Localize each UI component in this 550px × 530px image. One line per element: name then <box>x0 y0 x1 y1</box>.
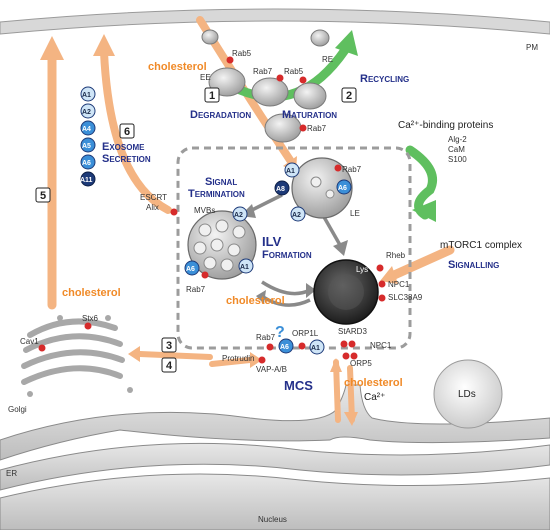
step-6: 6 <box>124 126 130 138</box>
annexin-a1-exo: A1 <box>82 92 91 99</box>
signal-title: Signal <box>205 176 237 188</box>
secretion-title: Secretion <box>102 153 151 165</box>
stard3-label: StARD3 <box>338 327 367 336</box>
step-numbers: 1 2 3 4 5 6 <box>35 87 357 373</box>
lds-label: LDs <box>458 389 476 400</box>
nucleus-label: Nucleus <box>258 515 287 524</box>
rab5-mid-label: Rab5 <box>284 67 304 76</box>
cholesterol-golgi-label: cholesterol <box>62 287 121 299</box>
formation-title: Formation <box>262 249 312 261</box>
lipid-droplet: LDs <box>433 359 503 429</box>
step-4: 4 <box>166 360 173 372</box>
annexin-a6-exo: A6 <box>82 160 91 167</box>
rheb-label: Rheb <box>386 251 406 260</box>
ca-mcs-label: Ca²⁺ <box>364 392 385 403</box>
mvb-annexins: A2 A6 A1 <box>184 206 254 276</box>
annexin-a6-mvb: A6 <box>186 266 195 273</box>
orp1l-label: ORP1L <box>292 329 319 338</box>
s100-label: S100 <box>448 155 467 164</box>
rab5-top-label: Rab5 <box>232 49 252 58</box>
ca-binding-label: Ca²⁺-binding proteins <box>398 120 493 131</box>
annexin-a1-mvb: A1 <box>240 264 249 271</box>
annexin-a11-exo: A11 <box>80 177 93 184</box>
maturation-title: Maturation <box>282 109 337 121</box>
signalling-title: Signalling <box>448 259 499 271</box>
orp5-label: ORP5 <box>350 359 372 368</box>
re-label: RE <box>322 55 333 64</box>
le-annexins: A1 A8 A6 A2 <box>274 162 352 222</box>
ilv-title: ILV <box>262 234 282 249</box>
mcs-proteins: A6 A1 <box>258 338 358 364</box>
le-label: LE <box>350 209 360 218</box>
annexin-a2-mvb: A2 <box>234 212 243 219</box>
annexin-a8-le: A8 <box>276 186 285 193</box>
endolysosome-box <box>176 146 412 350</box>
annexin-a5-exo: A5 <box>82 143 91 150</box>
early-endosomes: Rab5 EE Rab7 Rab5 RE <box>200 29 333 110</box>
step-3: 3 <box>166 340 172 352</box>
recycling-title: Recycling <box>360 73 409 85</box>
npc1-mcs-label: NPC1 <box>370 341 392 350</box>
escrt-label: ESCRT <box>140 193 167 202</box>
rab7-mvb-label: Rab7 <box>186 285 206 294</box>
mcs-title: MCS <box>284 378 313 393</box>
annexin-a4-exo: A4 <box>82 126 91 133</box>
late-endosome: Rab7 LE <box>291 157 362 219</box>
alix-label: Alix <box>146 203 159 212</box>
annexin-a2-exo: A2 <box>82 109 91 116</box>
exosome-title: Exosome <box>102 141 145 153</box>
termination-title: Termination <box>188 188 245 200</box>
step-1: 1 <box>209 90 215 102</box>
cam-label: CaM <box>448 145 465 154</box>
alg2-label: Alg-2 <box>448 135 467 144</box>
golgi-label: Golgi <box>8 405 27 414</box>
cholesterol-top-label: cholesterol <box>148 61 207 73</box>
slc38a9-label: SLC38A9 <box>388 293 423 302</box>
question-mark: ? <box>275 324 285 341</box>
step-2: 2 <box>346 90 352 102</box>
degradation-title: Degradation <box>190 109 251 121</box>
rab7-mat-label: Rab7 <box>307 124 327 133</box>
step-5: 5 <box>40 190 46 202</box>
cholesterol-center-label: cholesterol <box>226 295 285 307</box>
cav1-label: Cav1 <box>20 337 39 346</box>
maturing-endosome: Rab7 <box>264 113 327 143</box>
protein-dots <box>38 208 178 352</box>
endoplasmic-reticulum: ER Nucleus <box>0 384 550 530</box>
pm-label: PM <box>526 43 538 52</box>
mtorc1-label: mTORC1 complex <box>440 240 522 251</box>
rab7-mcs-label: Rab7 <box>256 333 276 342</box>
annexin-a6-le: A6 <box>338 185 347 192</box>
ee-label: EE <box>200 73 211 82</box>
lys-label: Lys <box>356 265 368 274</box>
protrudin-label: Protrudin <box>222 354 254 363</box>
annexin-a1-le: A1 <box>286 168 295 175</box>
plasma-membrane: PM <box>0 8 550 52</box>
rab7-top-label: Rab7 <box>253 67 273 76</box>
exosome-annexins: A1 A2 A4 A5 A6 A11 <box>80 86 96 187</box>
annexin-a2-le: A2 <box>292 212 301 219</box>
rab7-le-label: Rab7 <box>342 165 362 174</box>
annexin-a6-mcs: A6 <box>280 344 289 351</box>
golgi-apparatus: Golgi <box>8 315 133 414</box>
mvbs-label: MVBs <box>194 206 215 215</box>
er-label: ER <box>6 469 17 478</box>
cholesterol-mcs-label: cholesterol <box>344 377 403 389</box>
lysosome: Lys <box>313 259 386 325</box>
mvb: MVBs Rab7 <box>186 206 257 294</box>
vap-label: VAP-A/B <box>256 365 287 374</box>
annexin-a1-mcs: A1 <box>311 345 320 352</box>
npc1-sig-label: NPC1 <box>388 280 410 289</box>
stx6-label: Stx6 <box>82 314 99 323</box>
